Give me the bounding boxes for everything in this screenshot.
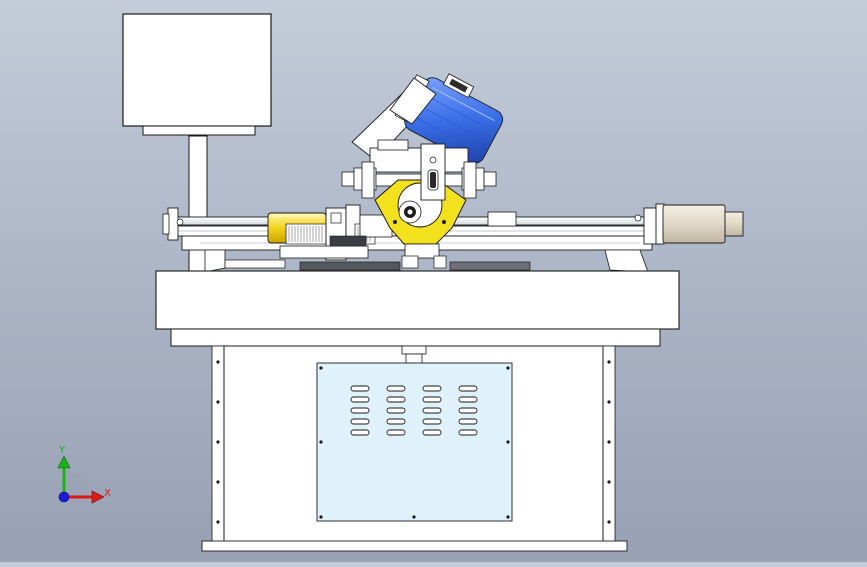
table-top	[155, 270, 680, 330]
coordinate-triad-icon[interactable]: Y X	[57, 445, 111, 504]
y-axis-label: Y	[58, 445, 66, 456]
table-skirt	[170, 328, 661, 347]
machine-table	[155, 270, 680, 347]
control-box-assembly	[122, 13, 272, 273]
control-box-base	[142, 125, 256, 136]
support-pole	[188, 135, 208, 273]
grinder-motor-assembly	[341, 73, 517, 269]
access-panel	[316, 362, 513, 522]
air-cylinder-right	[655, 203, 744, 245]
vent-slots	[350, 385, 478, 436]
clamp-assembly-left	[267, 204, 393, 261]
control-box	[122, 13, 272, 127]
x-axis-label: X	[104, 488, 111, 499]
